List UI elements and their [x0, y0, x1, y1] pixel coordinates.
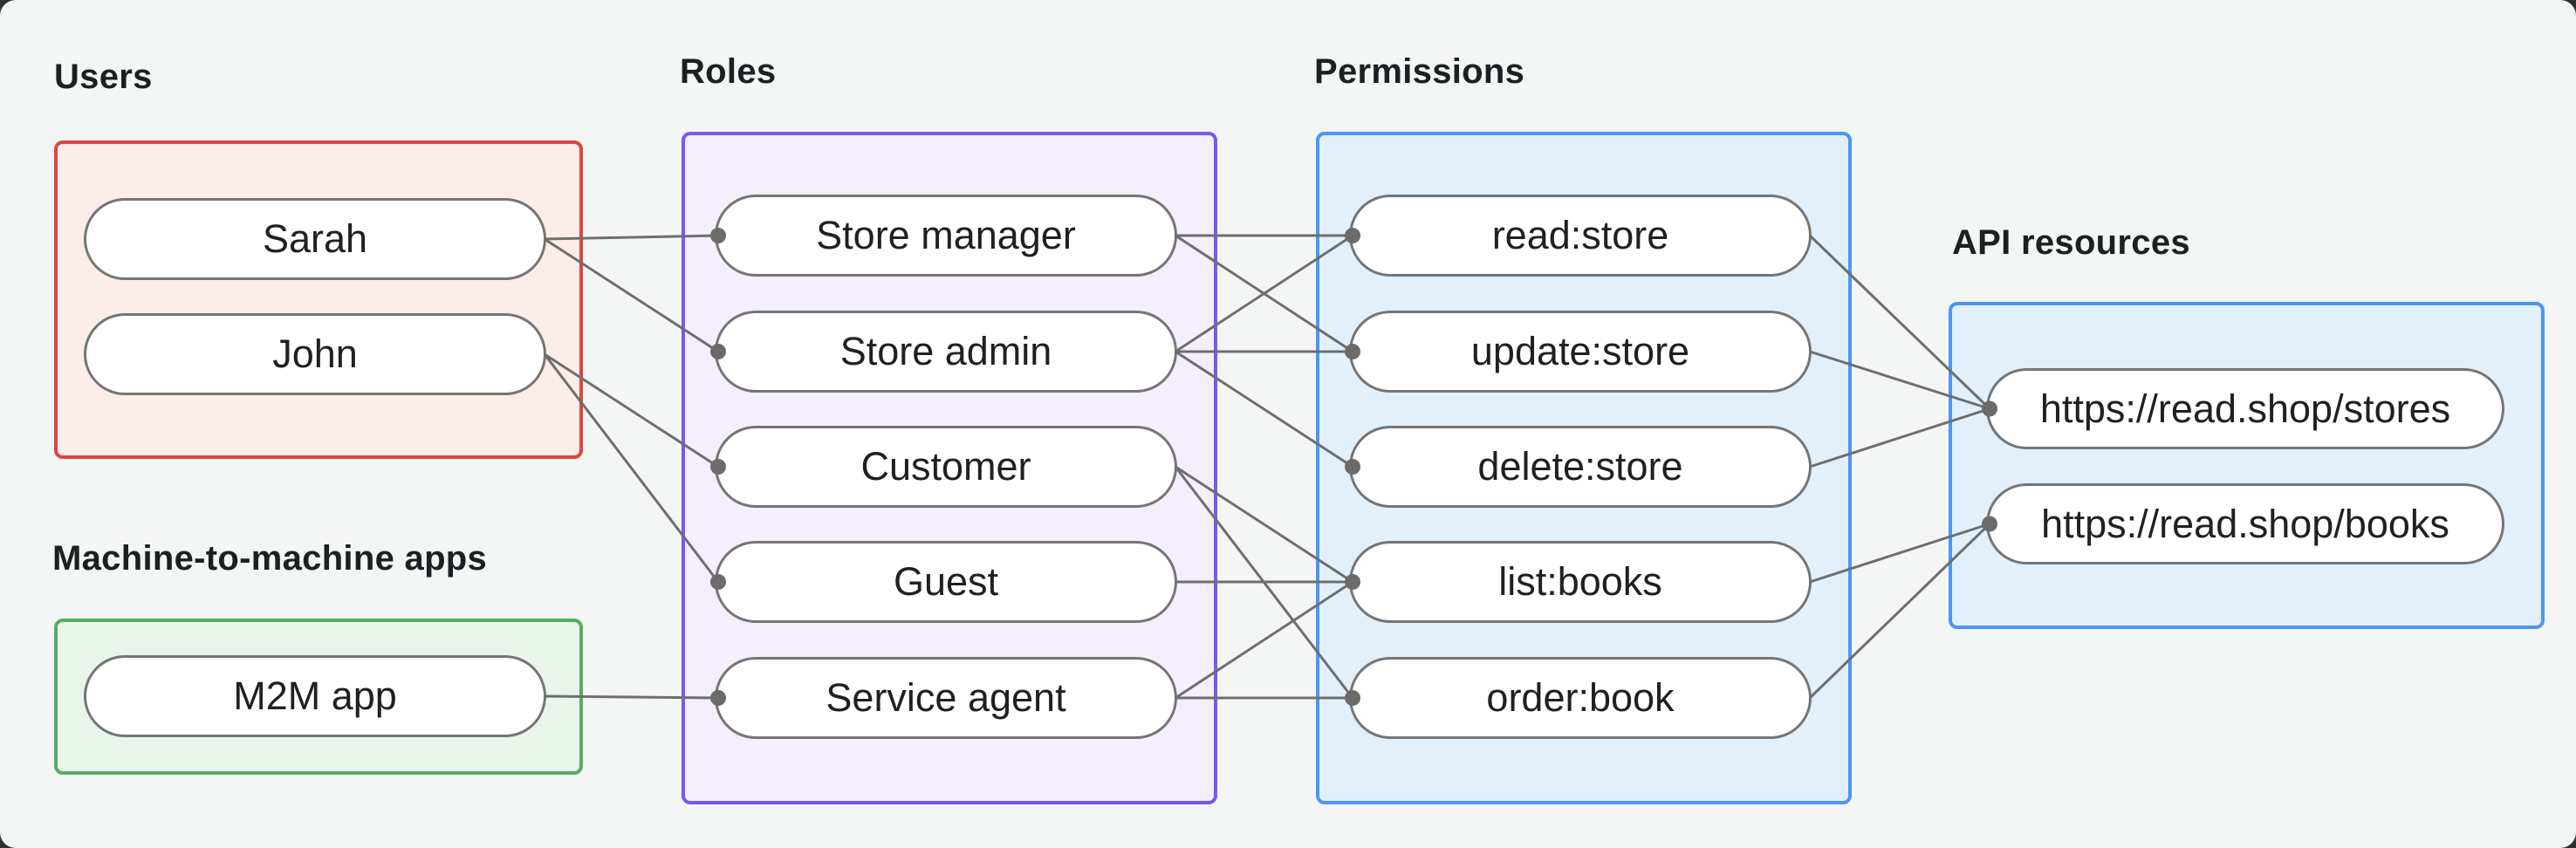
node-role-guest: Guest — [715, 541, 1177, 623]
node-api-resource-stores: https://read.shop/stores — [1986, 368, 2504, 449]
group-box-users — [54, 140, 583, 459]
node-user-john: John — [84, 313, 546, 395]
node-permission-read-store: read:store — [1349, 195, 1812, 277]
node-role-service-agent: Service agent — [715, 657, 1177, 739]
group-label-api-resources: API resources — [1952, 223, 2190, 262]
group-label-roles: Roles — [680, 52, 777, 91]
node-permission-update-store: update:store — [1349, 311, 1812, 393]
node-permission-order-book: order:book — [1349, 657, 1812, 739]
node-role-store-admin: Store admin — [715, 311, 1177, 393]
node-permission-list-books: list:books — [1349, 541, 1812, 623]
node-m2m-app: M2M app — [84, 655, 546, 737]
group-label-machine-to-machine-apps: Machine-to-machine apps — [52, 539, 488, 578]
group-box-api-resources — [1949, 302, 2545, 629]
node-user-sarah: Sarah — [84, 198, 546, 280]
node-api-resource-books: https://read.shop/books — [1986, 483, 2504, 564]
group-label-users: Users — [54, 58, 153, 96]
node-permission-delete-store: delete:store — [1349, 426, 1812, 508]
node-role-customer: Customer — [715, 426, 1177, 508]
node-role-store-manager: Store manager — [715, 195, 1177, 277]
group-label-permissions: Permissions — [1314, 52, 1525, 91]
